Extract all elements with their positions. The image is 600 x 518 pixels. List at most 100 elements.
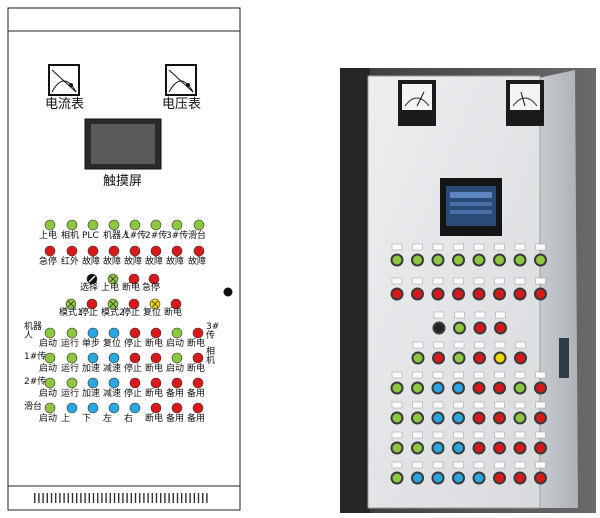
photo-indicator-light [515, 413, 525, 423]
indicator-light [128, 298, 140, 310]
button-cross-mark [109, 275, 117, 283]
vent-slot [42, 493, 44, 503]
photo-indicator-light [454, 413, 463, 423]
indicator-light [129, 245, 141, 257]
photo-nameplate [514, 431, 526, 439]
photo-nameplate [535, 461, 546, 469]
indicator-light [66, 377, 78, 389]
vent-slot [164, 493, 166, 503]
photo-indicator-light [495, 413, 504, 423]
photo-indicator-light [434, 353, 443, 363]
photo-nameplate [473, 461, 485, 469]
light-label: 故障 [103, 257, 122, 267]
indicator-light [87, 402, 99, 414]
photo-nameplate [473, 431, 485, 439]
vent-slot [59, 493, 61, 503]
light-label: 单步 [82, 339, 101, 349]
vent-slot [172, 493, 174, 503]
light-label: 复位 [103, 339, 122, 349]
vent-slot [118, 493, 120, 503]
photo-indicator-light [413, 289, 422, 299]
photo-indicator-light [433, 473, 443, 483]
vent-slot [126, 493, 128, 503]
light-label: 加速 [82, 364, 101, 374]
vent-slot [63, 493, 65, 503]
light-label: 断电 [145, 389, 164, 399]
light-label: 减速 [103, 364, 122, 374]
photo-nameplate [433, 311, 445, 319]
indicator-light [150, 219, 162, 231]
indicator-light [193, 219, 205, 231]
photo-nameplate [494, 277, 505, 285]
vent-slots [34, 493, 208, 503]
ammeter-label: 电流表 [45, 97, 85, 112]
photo-indicator-light [433, 413, 443, 423]
light-label: 停止 [124, 389, 143, 399]
vent-slot [143, 493, 145, 503]
photo-nameplate [453, 401, 464, 409]
indicator-light [87, 219, 99, 231]
indicator-light [87, 327, 99, 339]
light-label: 运行 [61, 389, 80, 399]
vent-slot [185, 493, 187, 503]
indicator-light [44, 352, 56, 364]
voltmeter-label: 电压表 [162, 97, 202, 112]
indicator-light [108, 377, 120, 389]
vent-slot [101, 493, 103, 503]
photo-indicator-light [392, 413, 402, 423]
photo-nameplate [473, 371, 485, 379]
light-label: 停止 [80, 308, 99, 318]
light-label: 故障 [145, 257, 164, 267]
photo-nameplate [494, 341, 506, 349]
photo-indicator-light [413, 473, 422, 483]
row-tail-label: 3#传 [206, 322, 220, 341]
photo-nameplate [432, 431, 444, 439]
photo-indicator-light [516, 353, 525, 363]
photo-indicator-light [392, 473, 402, 483]
vent-slot [189, 493, 191, 503]
photo-nameplate [535, 277, 546, 285]
photo-indicator-light [536, 413, 545, 423]
photo-indicator-light [515, 443, 525, 453]
indicator-light [171, 377, 183, 389]
vent-slot [160, 493, 162, 503]
photo-nameplate [432, 243, 444, 251]
vent-slot [38, 493, 40, 503]
indicator-light [192, 402, 204, 414]
indicator-light [192, 327, 204, 339]
indicator-light [129, 352, 141, 364]
photo-indicator-light [495, 473, 504, 483]
indicator-light [171, 352, 183, 364]
photo-indicator-light [433, 289, 443, 299]
light-label: 断电 [187, 339, 206, 349]
light-label: 停止 [124, 339, 143, 349]
light-label: 运行 [61, 339, 80, 349]
indicator-light [129, 219, 141, 231]
photo-nameplate [473, 277, 485, 285]
photo-indicator-light [454, 383, 463, 393]
indicator-light [150, 352, 162, 364]
photo-nameplate [453, 371, 464, 379]
indicator-light [193, 245, 205, 257]
indicator-light [148, 273, 160, 285]
photo-indicator-light [515, 473, 525, 483]
light-label: 备用 [166, 414, 185, 424]
indicator-light [171, 245, 183, 257]
photo-indicator-lights [390, 243, 547, 485]
light-label: 复位 [143, 308, 162, 318]
indicator-light [150, 245, 162, 257]
indicator-light [44, 377, 56, 389]
vent-slot [147, 493, 149, 503]
photo-indicator-light [474, 383, 484, 393]
photo-indicator-light [413, 255, 422, 265]
vent-slot [151, 493, 153, 503]
photo-indicator-light [496, 323, 505, 333]
light-label: 下 [82, 414, 92, 424]
vent-slot [88, 493, 90, 503]
photo-nameplate [391, 277, 403, 285]
indicator-light [171, 219, 183, 231]
light-label: 停止 [122, 308, 141, 318]
photo-nameplate [412, 341, 424, 349]
photo-nameplate [474, 341, 485, 349]
photo-nameplate [412, 243, 423, 251]
